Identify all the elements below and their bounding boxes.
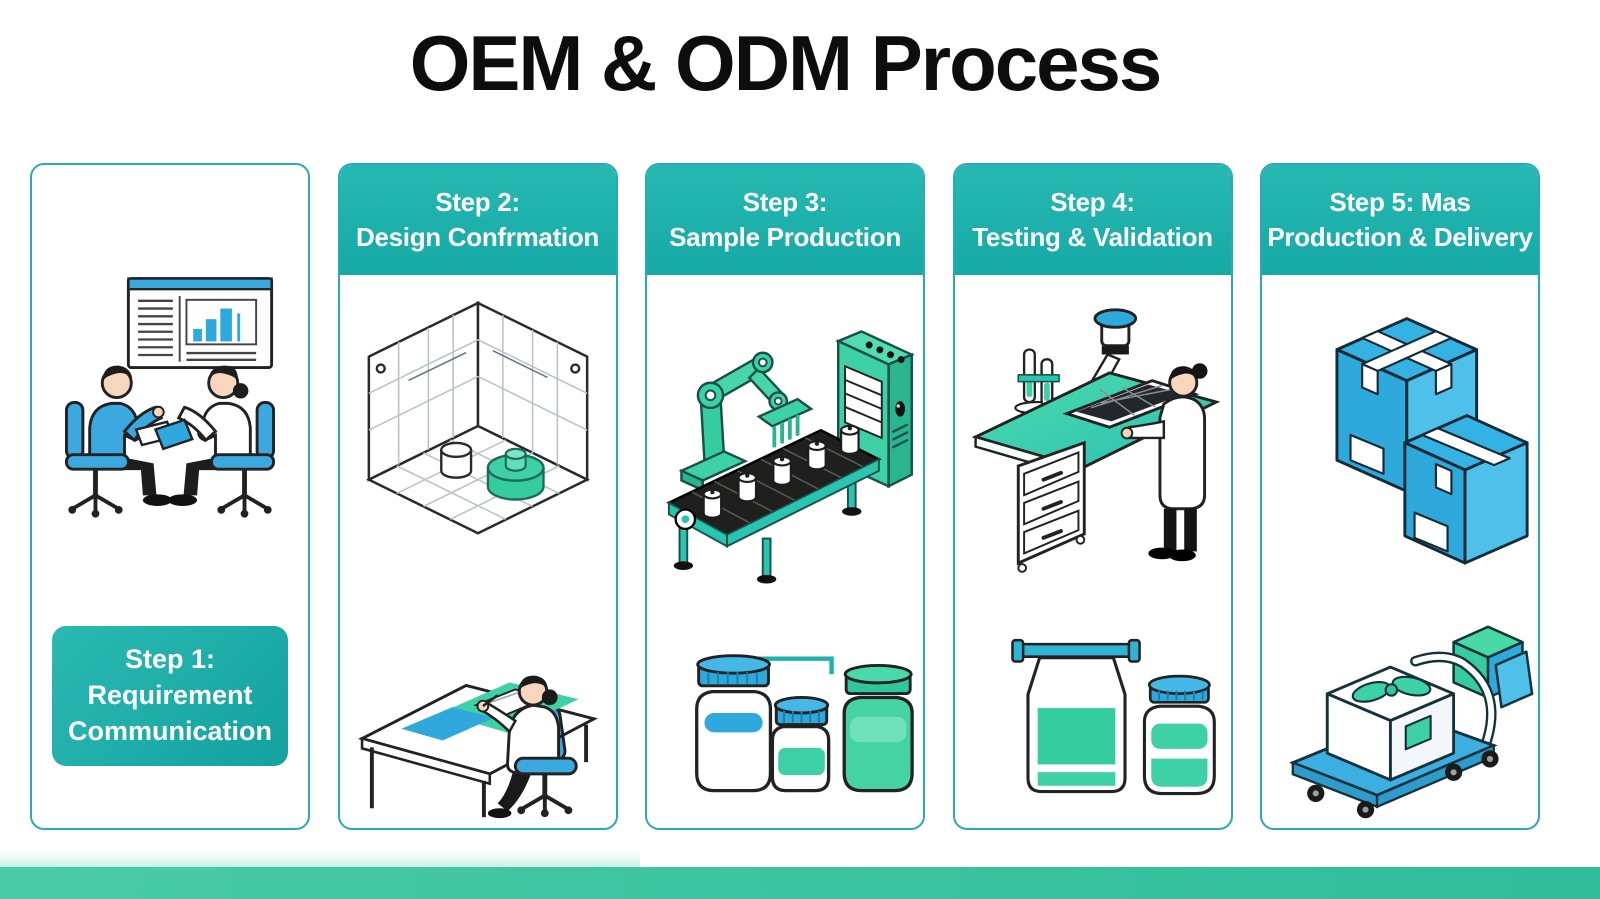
designer-person — [476, 675, 578, 818]
sealed-pouch-and-bottle-icon — [1010, 638, 1216, 795]
cabinet-drawers — [1016, 440, 1086, 573]
gift-box — [1325, 665, 1456, 781]
sample-tray-icon — [1061, 379, 1199, 429]
footer-band — [0, 867, 1600, 899]
conveyor-belt — [666, 424, 882, 584]
trolley-illustration — [1266, 595, 1534, 828]
step-5-header-line-1: Step 5: Mas — [1329, 186, 1471, 217]
machine-tower — [835, 330, 915, 489]
step-3-header-line-1: Step 3: — [742, 186, 828, 217]
step-4-header-line-1: Step 4: — [1050, 186, 1135, 217]
person-right — [153, 365, 275, 518]
step-5-header-line-2: Production & Delivery — [1267, 222, 1533, 252]
bottles-illustration — [654, 595, 916, 828]
step-1-line-3: Communication — [67, 715, 272, 746]
client-meeting-icon — [65, 277, 275, 518]
process-columns: Step 1: Requirement Communication Step 2… — [30, 163, 1540, 830]
presentation-board-icon — [126, 277, 274, 370]
step-1-column: Step 1: Requirement Communication — [30, 163, 310, 830]
step-3-header: Step 3: Sample Production — [647, 165, 923, 275]
cart-handle — [1410, 651, 1497, 758]
step-5-column: Step 5: Mas Production & Delivery — [1260, 163, 1540, 830]
designer-illustration — [349, 595, 607, 828]
person-left — [65, 365, 175, 518]
robotic-arm-conveyor-icon — [666, 330, 915, 584]
delivery-trolley-icon — [1288, 625, 1534, 818]
bottle-large-white — [695, 653, 773, 792]
step-4-column: Step 4: Testing & Validation — [952, 163, 1233, 830]
pouch-bottle-illustration — [962, 595, 1224, 828]
sample-bottles-icon — [695, 653, 914, 792]
prototype-cylinders — [439, 441, 545, 501]
step-2-header-line-1: Step 2: — [435, 186, 520, 217]
step-2-header: Step 2: Design Confrmation — [339, 165, 616, 275]
step-1-line-1: Step 1: — [124, 644, 216, 675]
step-2-header-line-2: Design Confrmation — [355, 222, 600, 252]
step-1-label-box: Step 1: Requirement Communication — [52, 626, 288, 766]
bottle-green — [842, 663, 914, 792]
step-2-column: Step 2: Design Confrmation — [337, 163, 618, 830]
bottle-small-white — [770, 695, 831, 792]
box-front — [1403, 414, 1529, 565]
blueprint-illustration — [349, 275, 607, 595]
page-title: OEM & ODM Process — [409, 19, 1163, 107]
step-3-header-line-2: Sample Production — [669, 222, 901, 252]
shipping-boxes-icon — [1335, 317, 1529, 565]
sealed-pouch — [1010, 638, 1141, 793]
scientist-person — [1120, 363, 1208, 562]
boxes-illustration — [1269, 275, 1531, 595]
cart-wheels — [1307, 749, 1499, 818]
step-4-header-line-2: Testing & Validation — [972, 222, 1213, 252]
designer-drafting-icon — [357, 675, 598, 818]
footer-band-fade — [0, 851, 640, 867]
isometric-blueprint-icon — [365, 301, 590, 535]
step-1-line-2: Requirement — [87, 680, 253, 711]
step-5-header: Step 5: Mas Production & Delivery — [1262, 165, 1538, 275]
lab-illustration — [962, 275, 1224, 595]
green-bottle — [1142, 674, 1216, 795]
client-meeting-illustration — [39, 265, 301, 565]
lab-testing-bench-icon — [971, 308, 1220, 573]
step-4-header: Step 4: Testing & Validation — [954, 165, 1231, 275]
step-3-column: Step 3: Sample Production — [645, 163, 925, 830]
conveyor-illustration — [654, 275, 916, 595]
